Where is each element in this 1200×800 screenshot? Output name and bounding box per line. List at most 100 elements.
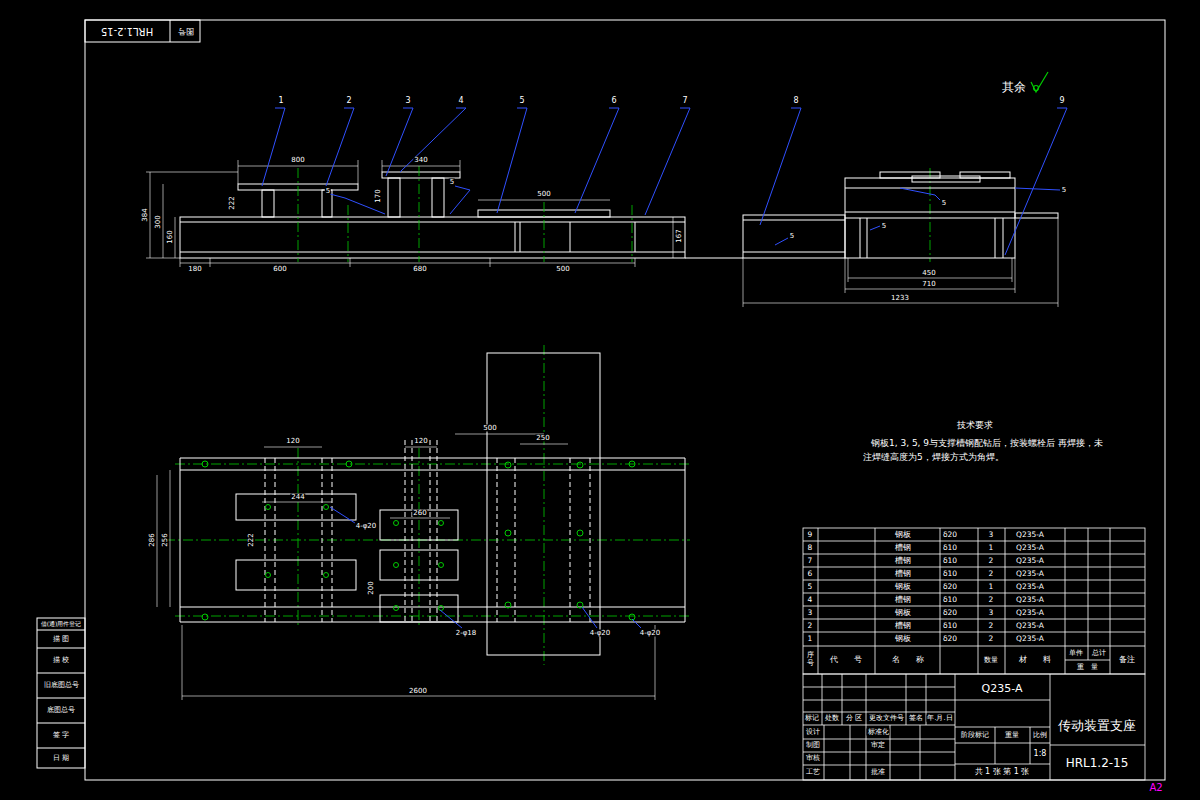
drawing-number: HRL1.2-15: [100, 26, 154, 36]
title-block-grid: [890, 725, 891, 780]
dimension-lines: [1012, 258, 1013, 282]
part-quantity: 2: [988, 596, 995, 604]
title-block-cell: 处数: [824, 715, 840, 722]
dimension-lines: [180, 263, 635, 264]
front-view: [570, 222, 571, 252]
bolt-holes: [505, 462, 511, 468]
dimension-lines: [390, 518, 450, 519]
bolt-holes: [202, 614, 208, 620]
table-cell: 6: [807, 570, 814, 578]
plan-view: [497, 458, 498, 622]
callout-number: 7: [681, 97, 688, 105]
parts-list-grid: [803, 646, 1145, 647]
callout-number: 6: [610, 97, 617, 105]
bolt-holes: [439, 563, 444, 568]
plan-view: [275, 458, 276, 622]
dimension-lines: [460, 160, 461, 172]
table-cell: 9: [807, 531, 814, 539]
plan-view: [180, 353, 685, 655]
dimension-lines: [182, 625, 183, 700]
dimension-text: 2600: [408, 688, 428, 695]
parts-list-grid: [978, 528, 979, 674]
leader-lines: [497, 108, 527, 213]
part-spec: δ20: [942, 635, 958, 643]
center-lines: [165, 166, 930, 665]
dimension-text: 222: [248, 532, 255, 547]
part-material: Q235-A: [1015, 531, 1045, 539]
part-quantity: 3: [988, 531, 995, 539]
part-name: 槽钢: [894, 596, 912, 604]
dimension-text: 286: [149, 532, 156, 547]
register-cell: 签 字: [52, 732, 70, 739]
dimension-text: 384: [142, 207, 149, 222]
table-header: 代 号: [829, 656, 863, 664]
weld-size: 5: [941, 200, 947, 207]
plan-view: [180, 607, 685, 608]
part-quantity: 1: [988, 583, 995, 591]
dimension-text: 170: [375, 188, 382, 203]
part-spec: δ10: [942, 544, 958, 552]
plan-view: [437, 440, 438, 622]
plan-view: [180, 458, 181, 622]
side-view: [995, 218, 996, 258]
center-lines: [544, 202, 545, 262]
dimension-lines: [182, 696, 655, 697]
dimension-text: 500: [536, 191, 551, 198]
bolt-holes: [202, 461, 635, 620]
dimension-text: 450: [921, 270, 936, 277]
bolt-holes: [394, 521, 399, 526]
title-block-grid: [803, 752, 955, 753]
dimension-lines: [175, 217, 176, 258]
register-cell: 描 图: [52, 636, 70, 643]
title-block-grid: [803, 674, 1145, 780]
dimension-lines: [845, 289, 1015, 290]
part-material: Q235-A: [1015, 557, 1045, 565]
drawing-frame: [37, 673, 85, 674]
table-header: 单件: [1068, 650, 1084, 657]
title-block-grid: [955, 743, 1050, 744]
table-cell: 1: [807, 635, 814, 643]
dimension-lines: [358, 160, 359, 184]
front-view: [180, 252, 685, 253]
parts-list-grid: [803, 528, 1145, 674]
dimension-lines: [382, 160, 383, 172]
dimension-text: 600: [272, 266, 287, 273]
dimension-lines: [238, 166, 358, 167]
center-lines: [419, 166, 420, 262]
weld-size: 5: [789, 233, 795, 240]
leader-lines: [262, 108, 1067, 628]
dimension-lines: [520, 444, 568, 445]
side-view: [743, 215, 845, 258]
dimension-lines: [635, 258, 636, 267]
part-spec: δ10: [942, 557, 958, 565]
dimension-lines: [146, 258, 180, 259]
title-block-grid: [803, 712, 955, 713]
drawing-title: 传动装置支座: [1057, 719, 1137, 732]
drawing-frame: [85, 20, 1165, 780]
title-block-cell: 更改文件号: [868, 715, 905, 722]
leader-lines: [262, 108, 285, 186]
plan-view: [180, 458, 685, 459]
leader-lines: [632, 619, 641, 628]
parts-list-grid: [1088, 528, 1089, 660]
leader-lines: [450, 186, 470, 214]
technical-note: 钢板1, 3, 5, 9与支撑槽钢配钻后，按装螺栓后 再焊接，未注焊缝高度为5，…: [862, 437, 1109, 464]
title-block-cell: 审定: [870, 742, 886, 749]
dimension-lines: [845, 258, 846, 293]
part-spec: δ10: [942, 570, 958, 578]
table-header: 备注: [1118, 656, 1136, 664]
title-block-cell: 制图: [805, 742, 821, 749]
callout-number: 5: [518, 97, 525, 105]
title-block-grid: [842, 674, 843, 725]
center-lines: [348, 205, 349, 262]
dimension-lines: [150, 172, 151, 258]
part-name: 槽钢: [894, 557, 912, 565]
dimension-lines: [673, 217, 674, 258]
dimension-text: 200: [368, 580, 375, 595]
title-block-grid: [824, 725, 825, 780]
leader-lines: [326, 108, 354, 186]
sheet-count: 共 1 张 第 1 张: [974, 768, 1031, 776]
title-block-grid: [803, 700, 955, 701]
title-block-grid: [850, 725, 851, 780]
